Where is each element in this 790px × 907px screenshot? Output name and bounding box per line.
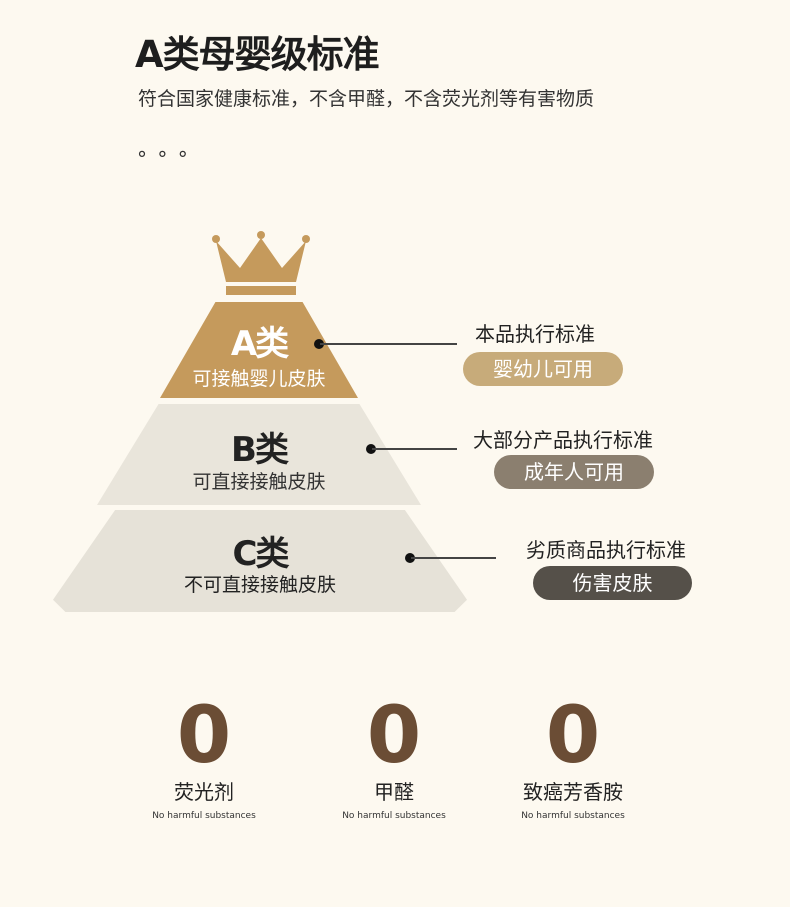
tier-c-badge: 伤害皮肤	[533, 566, 692, 600]
ellipsis-dots: ° ° °	[137, 147, 190, 171]
zero-label: 荧光剂	[174, 780, 234, 804]
pyramid-tier-c: C类 不可直接接触皮肤	[53, 510, 467, 612]
tier-name: A类	[230, 324, 289, 364]
tier-b-label: 大部分产品执行标准	[473, 428, 653, 452]
zero-caption: No harmful substances	[342, 811, 446, 821]
tier-desc: 可直接接触皮肤	[192, 471, 326, 493]
zero-label: 甲醛	[374, 780, 414, 804]
crown-icon	[212, 231, 310, 295]
pointer-line	[411, 557, 496, 559]
tier-name: B类	[231, 430, 289, 470]
zero-stat-fluorescent: 0 荧光剂 No harmful substances	[144, 696, 264, 821]
zero-label: 致癌芳香胺	[523, 780, 623, 804]
zero-value: 0	[366, 691, 422, 781]
zero-value: 0	[545, 691, 601, 781]
zero-caption: No harmful substances	[152, 811, 256, 821]
pyramid-tier-a: A类 可接触婴儿皮肤	[160, 302, 358, 398]
tier-desc: 可接触婴儿皮肤	[192, 368, 326, 390]
tier-a-badge: 婴幼儿可用	[463, 352, 623, 386]
pyramid-tier-b: B类 可直接接触皮肤	[97, 404, 421, 505]
zero-value: 0	[176, 691, 232, 781]
subtitle: 符合国家健康标准，不含甲醛，不含荧光剂等有害物质	[138, 88, 595, 110]
pointer-dot	[366, 444, 376, 454]
tier-b-badge: 成年人可用	[494, 455, 654, 489]
pointer-line	[372, 448, 457, 450]
zero-stat-amine: 0 致癌芳香胺 No harmful substances	[513, 696, 633, 821]
pointer-line	[320, 343, 457, 345]
zero-caption: No harmful substances	[521, 811, 625, 821]
pointer-dot	[314, 339, 324, 349]
tier-a-label: 本品执行标准	[475, 322, 595, 346]
tier-c-label: 劣质商品执行标准	[526, 538, 686, 562]
page-title: A类母婴级标准	[135, 33, 380, 76]
zero-stat-formaldehyde: 0 甲醛 No harmful substances	[334, 696, 454, 821]
tier-name: C类	[232, 534, 290, 574]
pointer-dot	[405, 553, 415, 563]
tier-desc: 不可直接接触皮肤	[183, 574, 336, 596]
